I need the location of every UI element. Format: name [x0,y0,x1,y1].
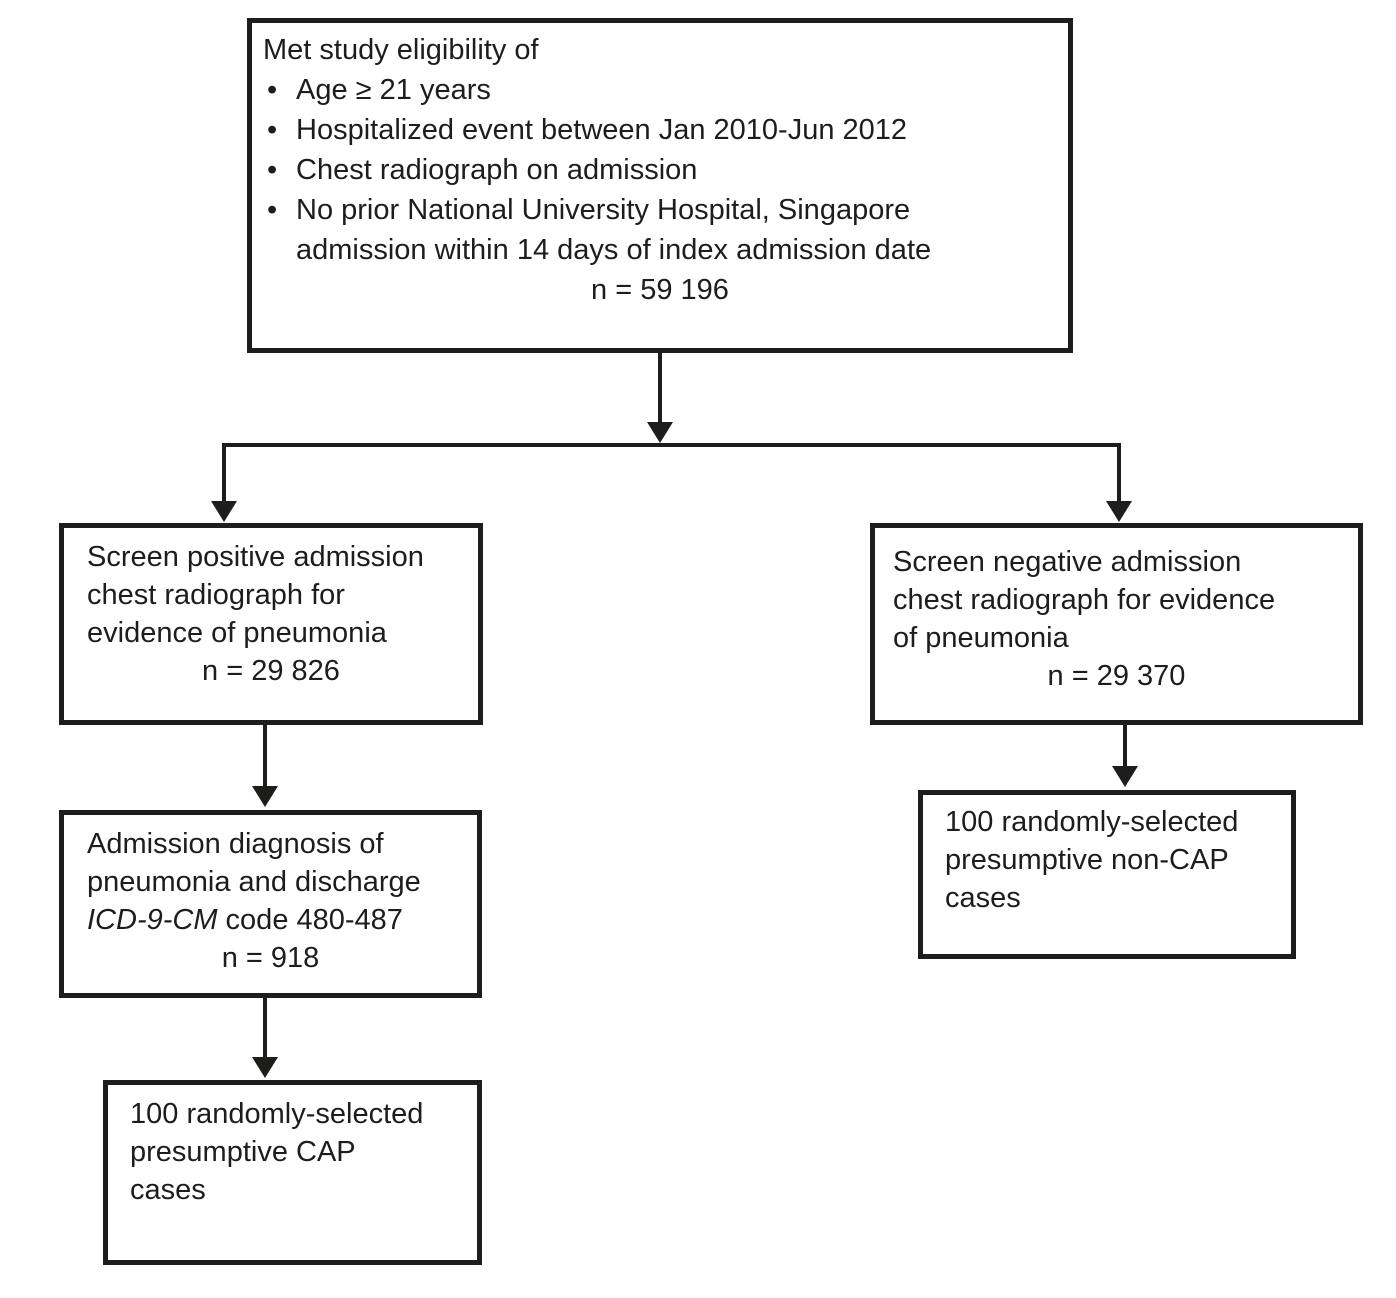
arrowhead-negative-to-noncap [1112,766,1138,787]
connector-icd-to-cap [263,998,267,1058]
icd-diagnosis-box: Admission diagnosis of pneumonia and dis… [59,810,482,998]
bullet-label: Hospitalized event between Jan 2010-Jun … [296,114,908,146]
box-line: chest radiograph for evidence [893,584,1276,616]
arrowhead-left-branch [211,501,237,522]
noncap-cases-box: 100 randomly-selected presumptive non-CA… [918,790,1296,959]
bullet-icon: • [267,154,278,186]
box-line: Screen positive admission [87,541,424,573]
box-line-icd-code: ICD-9-CM code 480-487 [64,901,477,939]
screen-positive-box: Screen positive admission chest radiogra… [59,523,483,725]
connector-split-horizontal [222,443,1121,447]
screen-negative-box: Screen negative admission chest radiogra… [870,523,1363,725]
connector-right-branch [1117,445,1121,502]
box-line: cases [945,882,1021,914]
bullet-label: No prior National University Hospital, S… [296,194,932,266]
box-line: presumptive non-CAP [945,844,1229,876]
bullet-icon: • [267,74,278,106]
box-line: chest radiograph for [87,579,345,611]
connector-main-stem [658,353,662,423]
box-line: evidence of pneumonia [87,617,387,649]
icd-code-rest: code 480-487 [217,904,403,936]
box-line: 100 randomly-selected [130,1098,424,1130]
eligibility-box: Met study eligibility of • Age ≥ 21 year… [247,18,1073,353]
eligibility-bullet-item: • No prior National University Hospital,… [252,190,1068,270]
eligibility-title: Met study eligibility of [263,34,539,66]
arrowhead-main-down [647,422,673,443]
eligibility-n-count: n = 59 196 [591,274,729,306]
arrowhead-positive-to-icd [252,786,278,807]
box-line: Screen negative admission [893,546,1242,578]
icd-code-italic: ICD-9-CM [87,904,218,936]
cap-cases-box: 100 randomly-selected presumptive CAP ca… [103,1080,482,1265]
connector-left-branch [222,445,226,502]
eligibility-bullet-item: • Chest radiograph on admission [252,150,1068,190]
icd-n-count: n = 918 [221,942,320,974]
bullet-icon: • [267,114,278,146]
box-line: Admission diagnosis of [87,828,384,860]
arrowhead-icd-to-cap [252,1057,278,1078]
eligibility-bullet-item: • Age ≥ 21 years [252,70,1068,110]
bullet-label: Age ≥ 21 years [296,74,491,106]
box-line: pneumonia and discharge [87,866,421,898]
arrowhead-right-branch [1106,501,1132,522]
box-line: 100 randomly-selected [945,806,1239,838]
eligibility-bullet-item: • Hospitalized event between Jan 2010-Ju… [252,110,1068,150]
connector-negative-to-noncap [1123,725,1127,768]
bullet-label: Chest radiograph on admission [296,154,698,186]
box-line: of pneumonia [893,622,1069,654]
bullet-icon: • [267,194,278,226]
screen-positive-n-count: n = 29 826 [202,655,340,687]
box-line: cases [130,1174,206,1206]
screen-negative-n-count: n = 29 370 [1047,660,1186,692]
connector-positive-to-icd [263,725,267,787]
box-line: presumptive CAP [130,1136,356,1168]
